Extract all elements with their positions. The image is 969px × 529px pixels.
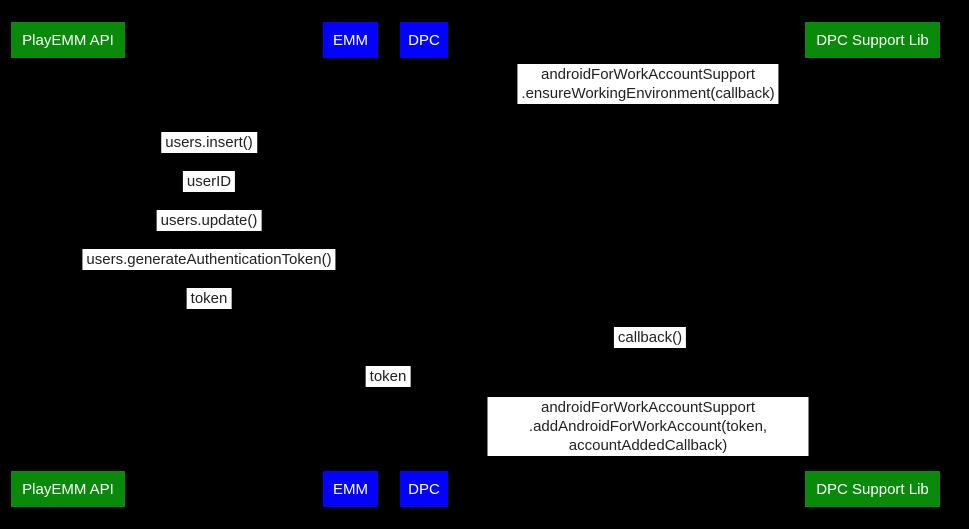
actor-dpc-top: DPC — [400, 22, 448, 58]
message-generate-authentication-token: users.generateAuthenticationToken() — [82, 249, 336, 270]
message-add-android-for-work-account: androidForWorkAccountSupport .addAndroid… — [487, 397, 809, 456]
actor-playemm-api-bottom: PlayEMM API — [11, 471, 125, 507]
message-users-update: users.update() — [156, 210, 262, 231]
actor-playemm-api-top: PlayEMM API — [11, 22, 125, 58]
message-ensure-working-environment: androidForWorkAccountSupport .ensureWork… — [517, 64, 779, 104]
message-users-insert: users.insert() — [161, 132, 257, 153]
actor-emm-top: EMM — [323, 22, 378, 58]
actor-dpc-support-lib-top: DPC Support Lib — [805, 22, 940, 58]
message-callback: callback() — [613, 327, 687, 348]
message-token-to-emm: token — [186, 288, 232, 309]
message-token-to-dpc: token — [365, 366, 411, 387]
message-userid: userID — [182, 171, 236, 192]
actor-dpc-bottom: DPC — [400, 471, 448, 507]
actor-dpc-support-lib-bottom: DPC Support Lib — [805, 471, 940, 507]
actor-emm-bottom: EMM — [323, 471, 378, 507]
